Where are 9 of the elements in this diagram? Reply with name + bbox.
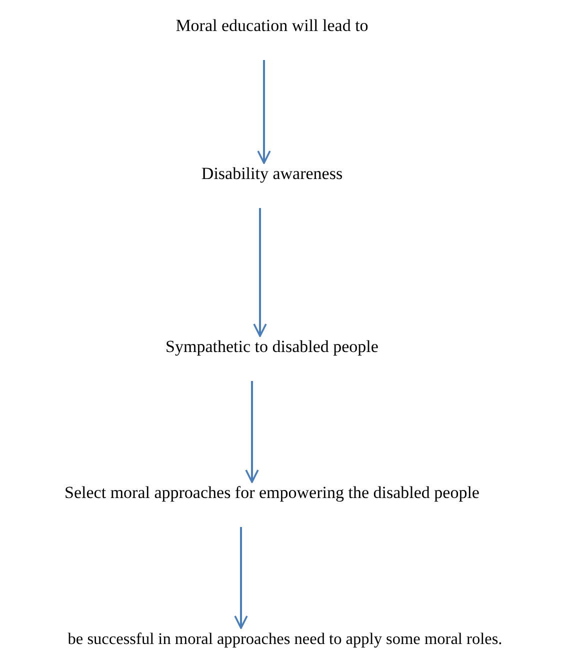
arrow (234, 527, 248, 629)
flow-text: Moral education will lead to (176, 16, 368, 36)
flow-text: Select moral approaches for empowering the disabled people (64, 483, 480, 504)
arrow (245, 381, 259, 483)
arrow (257, 60, 271, 164)
flow-text: Disability awareness (201, 164, 343, 184)
flow-text: Sympathetic to disabled people (166, 337, 378, 358)
arrow (253, 208, 267, 337)
flow-text: be successful in moral approaches need to apply some moral roles. (68, 629, 502, 648)
